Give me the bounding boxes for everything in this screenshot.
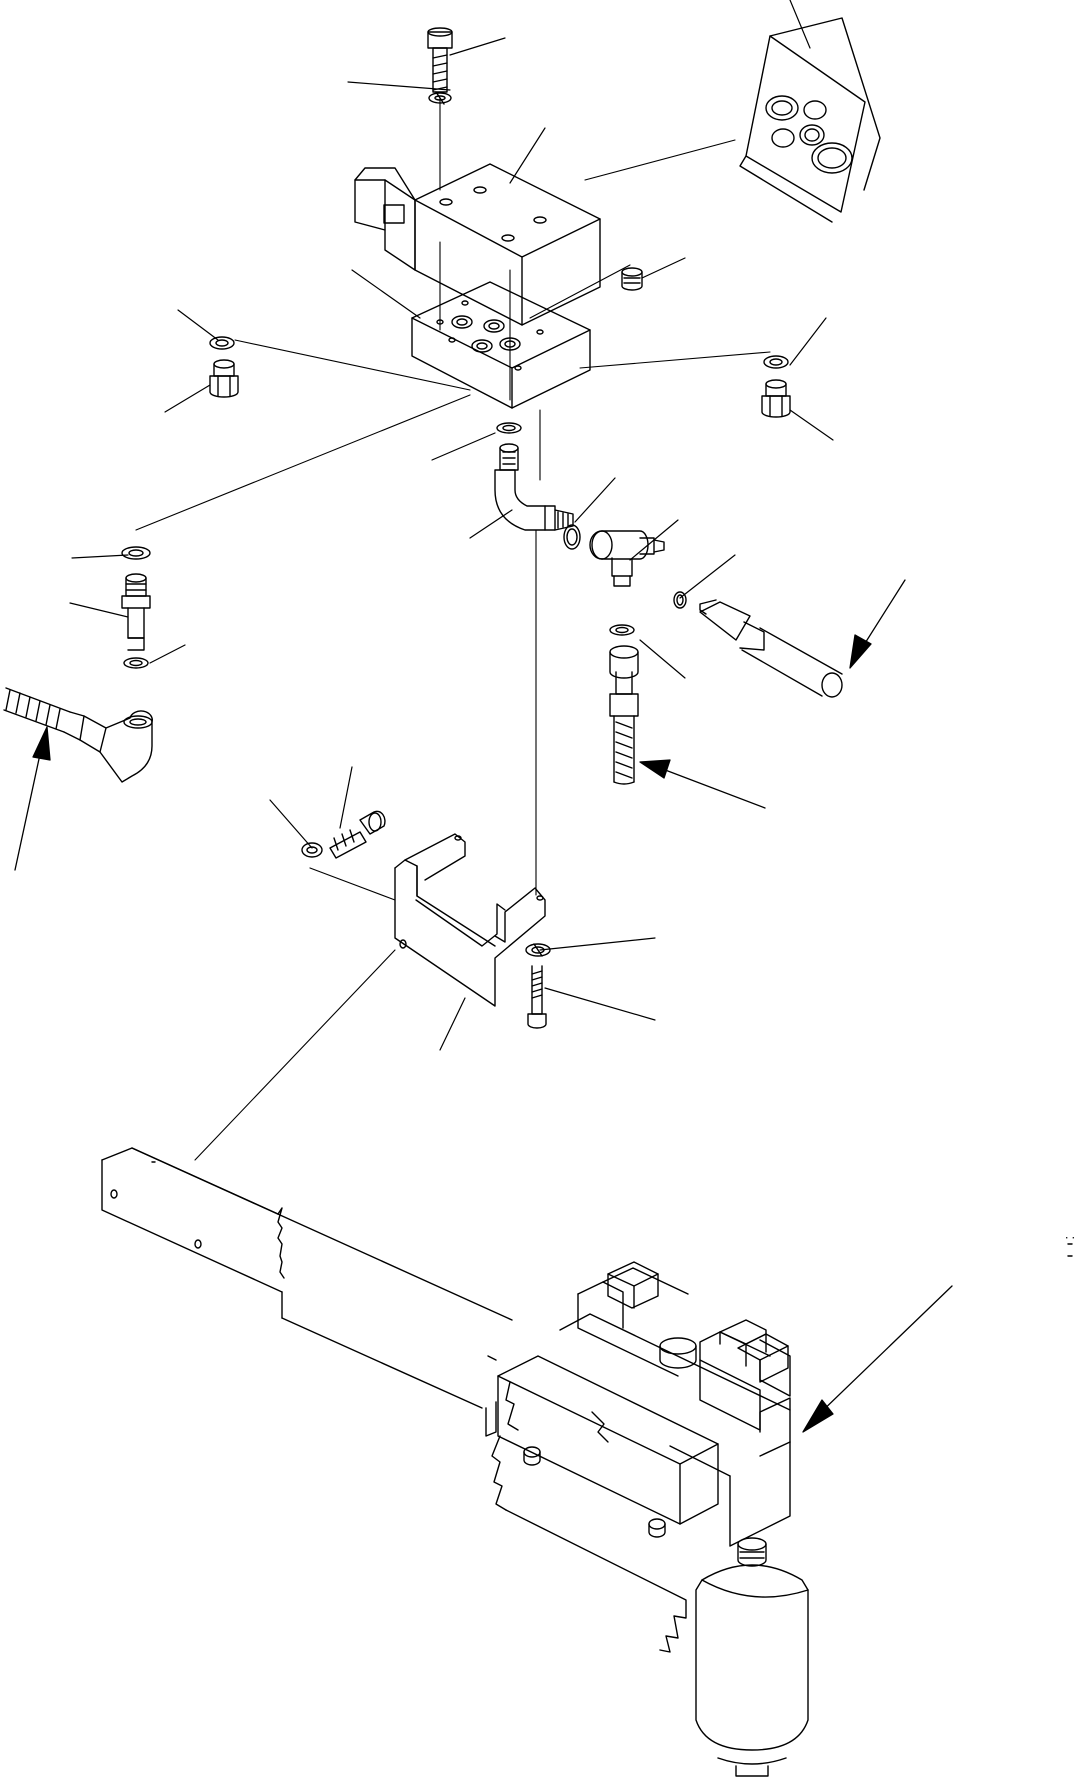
plug-left-icon — [209, 359, 239, 398]
oring-tee-left-icon — [563, 524, 581, 550]
leader-lines — [69, 0, 834, 1051]
washer-left-mid-icon — [121, 546, 151, 560]
solenoid-valve-icon — [354, 163, 601, 326]
valve-mounting-plate-icon — [497, 1355, 719, 1538]
side-mark-text: ⁚ — [1063, 1236, 1076, 1240]
seal-kit-icon — [739, 17, 881, 223]
manifold-block-icon — [411, 281, 591, 409]
mounting-bracket-icon — [394, 833, 546, 1007]
hose-lower-icon — [609, 645, 639, 785]
arrow-valve-assembly — [802, 1285, 953, 1433]
washer-top-icon — [428, 91, 452, 105]
frame-rail-icon — [101, 1147, 513, 1409]
cap-screw-top-icon — [427, 27, 453, 93]
accumulator-icon — [695, 1537, 809, 1777]
plug-right-icon — [761, 379, 791, 418]
washer-left-top-icon — [209, 336, 235, 350]
bracket-washer-right-icon — [525, 943, 551, 957]
washer-elbow-icon — [496, 422, 522, 434]
arrow-left-hose — [14, 726, 51, 871]
valve-assembly-icon — [559, 1261, 791, 1547]
tube-right-icon — [699, 599, 843, 698]
arrow-right-tube — [849, 579, 906, 669]
washer-right-top-icon — [763, 355, 789, 369]
elbow-fitting-icon — [494, 443, 574, 531]
oring-tee-right-icon — [673, 591, 687, 609]
washer-left-low-icon — [123, 657, 149, 669]
tee-fitting-icon — [589, 530, 665, 587]
hose-left-icon — [3, 687, 153, 783]
bracket-washer-icon — [301, 842, 323, 858]
side-marker-icon — [1067, 1243, 1073, 1257]
arrow-lower-hose — [639, 759, 766, 809]
bracket-bolt-right-icon — [527, 965, 547, 1029]
oring-tee-bottom-icon — [609, 624, 635, 636]
bracket-bolt-left-icon — [329, 810, 386, 859]
assembly-lines — [135, 97, 771, 1161]
arrows — [14, 579, 953, 1433]
straight-adapter-icon — [121, 573, 151, 651]
frame-rail-inner-icon — [485, 1355, 687, 1653]
plug-small-icon — [621, 267, 643, 291]
